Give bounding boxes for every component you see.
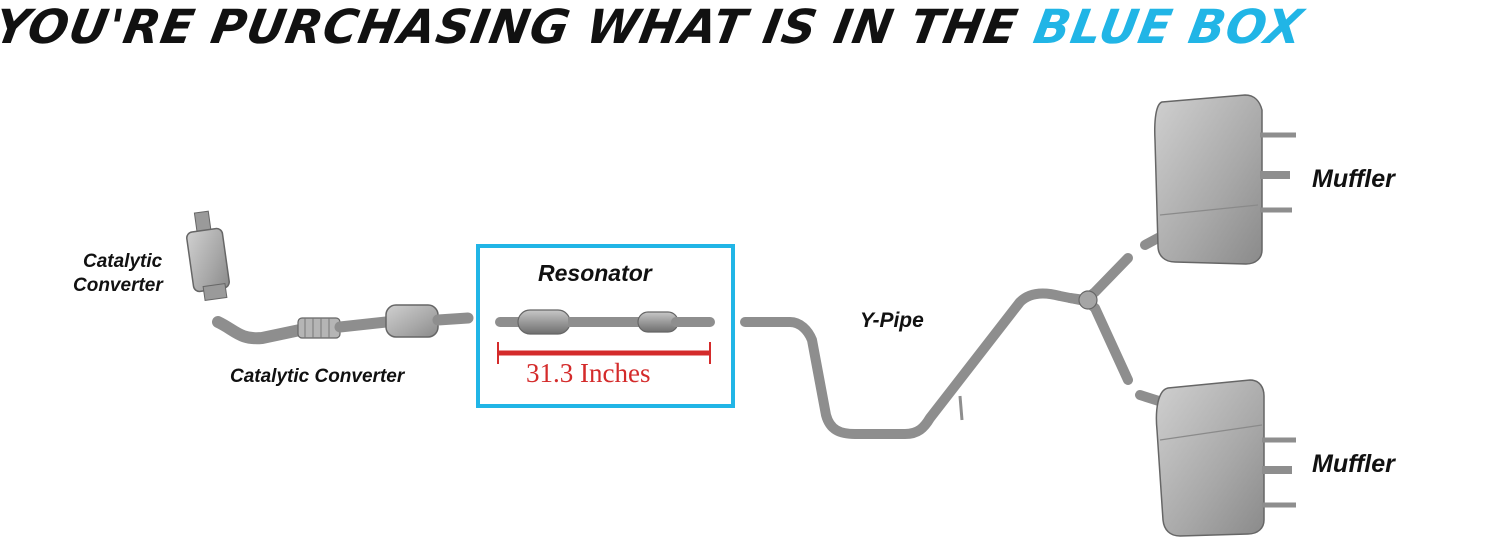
- muffler-top-label: Muffler: [1312, 165, 1395, 193]
- muffler-bottom-label: Muffler: [1312, 450, 1395, 478]
- blue-box: [476, 244, 735, 408]
- catalytic-converter-lower: [385, 304, 439, 338]
- catalytic-converter-upper-line1: Catalytic: [83, 251, 163, 272]
- front-pipe: [212, 304, 474, 345]
- resonator: [495, 309, 715, 335]
- catalytic-converter-lower-label: Catalytic Converter: [230, 366, 405, 387]
- muffler-bottom: [1135, 379, 1296, 537]
- y-pipe: [740, 253, 1133, 439]
- resonator-label: Resonator: [538, 260, 652, 286]
- catalytic-converter-upper: [186, 210, 230, 302]
- resonator-length-label: 31.3 Inches: [526, 358, 651, 388]
- catalytic-converter-upper-label: Catalytic Converter: [73, 250, 163, 298]
- catalytic-converter-upper-line2: Converter: [73, 275, 163, 296]
- y-pipe-label: Y-Pipe: [860, 309, 924, 332]
- measurement-bar: [497, 342, 711, 364]
- muffler-top: [1140, 94, 1296, 265]
